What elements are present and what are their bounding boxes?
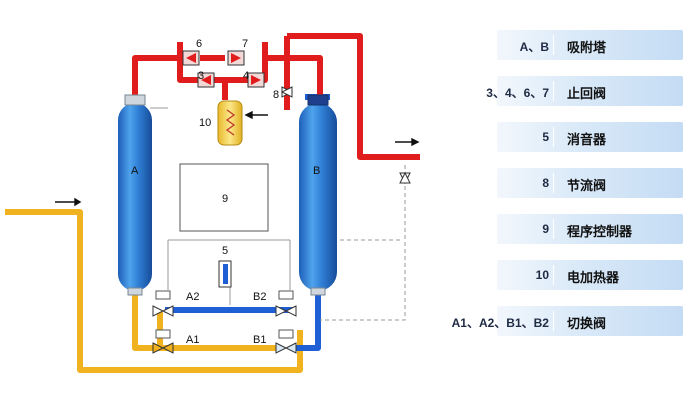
tower-b-label: B — [313, 165, 320, 177]
throttle-valve-8: 8 — [273, 86, 294, 101]
legend-separator — [553, 173, 554, 193]
legend-separator — [553, 127, 554, 147]
legend-key: 9 — [542, 222, 549, 236]
switch-valve-a1: A1 — [152, 329, 199, 354]
legend-bar — [497, 214, 683, 244]
legend-bar — [497, 122, 683, 152]
legend-separator — [553, 81, 554, 101]
legend-bar — [497, 76, 683, 106]
legend-key: 8 — [542, 176, 549, 190]
legend-row: 9 程序控制器 — [431, 206, 683, 252]
legend-bar — [497, 306, 683, 336]
check-valve-6: 6 — [182, 38, 202, 66]
legend-row: 8 节流阀 — [431, 160, 683, 206]
legend-separator — [553, 219, 554, 239]
legend-value: 吸附塔 — [567, 40, 607, 55]
tower-a: A — [118, 94, 152, 296]
legend-separator — [553, 311, 554, 331]
legend-bar — [497, 260, 683, 290]
legend: A、B 吸附塔 3、4、6、7 止回阀 5 消音器 8 节流阀 9 程序控制器 10 电加热器 A1、A… — [431, 22, 683, 344]
legend-key: A、B — [519, 40, 549, 54]
svg-text:8: 8 — [273, 89, 279, 101]
outlet-b-down-pipe — [295, 288, 321, 351]
legend-key: 3、4、6、7 — [486, 86, 549, 100]
legend-key: 10 — [535, 268, 549, 282]
legend-separator — [553, 265, 554, 285]
svg-text:B2: B2 — [253, 291, 266, 303]
feed-inlet-pipe — [5, 209, 303, 373]
program-controller: 9 — [179, 163, 269, 232]
controller-label: 9 — [222, 193, 228, 205]
legend-value: 止回阀 — [567, 86, 607, 101]
legend-row: A、B 吸附塔 — [431, 22, 683, 68]
heater-coil-icon — [225, 109, 236, 136]
check-valve-7: 7 — [227, 38, 248, 66]
heater-label: 10 — [199, 117, 211, 129]
legend-value: 切换阀 — [567, 316, 607, 331]
svg-text:A2: A2 — [186, 291, 199, 303]
legend-row: 3、4、6、7 止回阀 — [431, 68, 683, 114]
check-valve-3: 3 — [197, 70, 215, 88]
legend-value: 电加热器 — [567, 270, 620, 285]
outlet-valve — [399, 171, 411, 185]
svg-text:3: 3 — [198, 70, 204, 82]
svg-text:6: 6 — [196, 38, 202, 50]
svg-text:7: 7 — [242, 38, 248, 50]
legend-key: A1、A2、B1、B2 — [451, 316, 549, 330]
svg-text:B1: B1 — [253, 334, 266, 346]
legend-key: 5 — [542, 130, 549, 144]
check-valve-4: 4 — [243, 70, 265, 88]
hot-pipe-b-top — [265, 55, 323, 97]
legend-value: 消音器 — [567, 132, 607, 147]
hot-pipe-a-top — [132, 55, 180, 97]
hot-outlet-pipe — [287, 33, 420, 160]
svg-text:4: 4 — [243, 70, 249, 82]
silencer: 5 — [218, 245, 232, 288]
electric-heater: 10 — [199, 100, 243, 146]
switch-valve-b1: B1 — [253, 329, 297, 354]
tower-b: B — [299, 94, 337, 296]
tower-a-label: A — [131, 165, 139, 177]
svg-text:A1: A1 — [186, 334, 199, 346]
legend-bar — [497, 168, 683, 198]
switch-valve-a2: A2 — [152, 290, 199, 317]
feed-branch-a-pipe — [132, 288, 160, 351]
silencer-label: 5 — [222, 245, 228, 257]
legend-value: 节流阀 — [567, 178, 607, 193]
legend-row: A1、A2、B1、B2 切换阀 — [431, 298, 683, 344]
legend-separator — [553, 35, 554, 55]
legend-bar — [497, 30, 683, 60]
legend-value: 程序控制器 — [567, 224, 633, 239]
legend-row: 10 电加热器 — [431, 252, 683, 298]
switch-valve-b2: B2 — [253, 290, 297, 317]
legend-row: 5 消音器 — [431, 114, 683, 160]
